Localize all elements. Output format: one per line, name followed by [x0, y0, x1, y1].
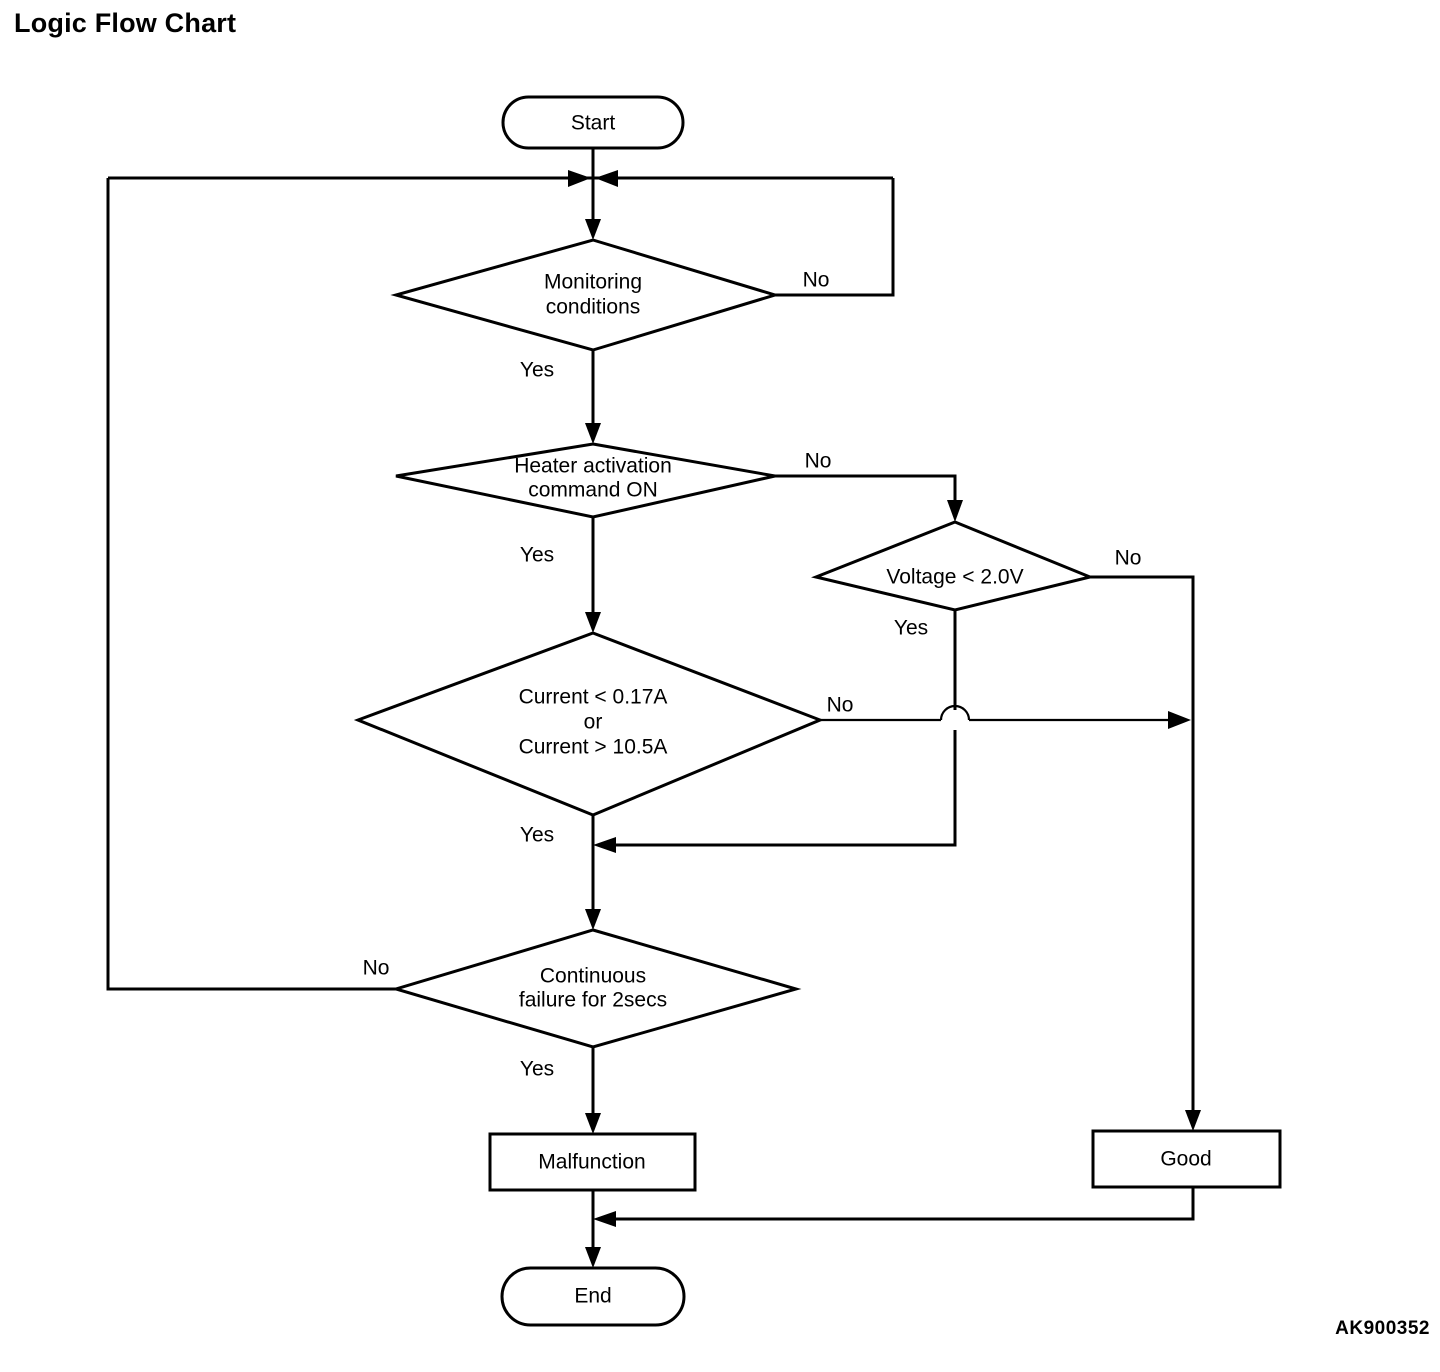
edge-heater-yes-to-current [585, 517, 601, 633]
node-good[interactable]: Good [1091, 1129, 1282, 1189]
edge-good-to-end [593, 1187, 1195, 1227]
node-voltage-check[interactable]: Voltage < 2.0V [811, 520, 1095, 612]
node-start[interactable]: Start [501, 95, 685, 150]
edge-monitoring-yes-to-heater [585, 350, 601, 444]
edge-label-monitoring-yes: Yes [520, 359, 554, 382]
edge-voltage-yes-to-continuous [593, 610, 957, 853]
edge-malfunction-to-end [585, 1190, 601, 1268]
node-end-label: End [574, 1285, 611, 1308]
node-voltage-label: Voltage < 2.0V [886, 566, 1023, 589]
node-current-label-line1: Current < 0.17A [519, 686, 668, 709]
node-heater-label-line1: Heater activation [514, 455, 672, 478]
loopback-junction-bar [108, 170, 893, 187]
node-continuous-label-line1: Continuous [540, 965, 646, 988]
edge-start-to-junction [585, 148, 601, 240]
edge-monitoring-no-loopback [775, 178, 895, 297]
edge-label-heater-yes: Yes [520, 544, 554, 567]
node-malfunction[interactable]: Malfunction [488, 1132, 697, 1192]
node-heater-activation[interactable]: Heater activation command ON [395, 442, 776, 519]
node-monitoring-label-line1: Monitoring [544, 271, 642, 294]
figure-reference-code: AK900352 [1335, 1318, 1430, 1339]
edge-label-voltage-yes: Yes [894, 617, 928, 640]
edge-voltage-no-to-good [1090, 575, 1201, 1131]
node-continuous-label-line2: failure for 2secs [519, 989, 667, 1012]
node-current-label-line2: or [584, 711, 603, 734]
node-start-label: Start [571, 112, 616, 135]
edge-label-continuous-no: No [363, 957, 390, 980]
node-monitoring-label-line2: conditions [546, 296, 641, 319]
edge-label-current-no: No [827, 694, 854, 717]
edge-current-no-to-good [820, 704, 1191, 729]
edge-continuous-no-loopback [106, 178, 396, 991]
node-end[interactable]: End [500, 1266, 686, 1327]
node-current-check[interactable]: Current < 0.17A or Current > 10.5A [353, 631, 825, 817]
node-monitoring-conditions[interactable]: Monitoring conditions [390, 238, 781, 352]
edge-label-heater-no: No [805, 450, 832, 473]
node-good-label: Good [1160, 1148, 1211, 1171]
node-heater-label-line2: command ON [528, 479, 658, 502]
node-current-label-line3: Current > 10.5A [519, 736, 668, 759]
edge-label-voltage-no: No [1115, 547, 1142, 570]
edge-label-continuous-yes: Yes [520, 1058, 554, 1081]
node-continuous-failure[interactable]: Continuous failure for 2secs [390, 928, 802, 1049]
node-malfunction-label: Malfunction [538, 1151, 645, 1174]
edge-label-current-yes: Yes [520, 824, 554, 847]
edge-label-monitoring-no: No [803, 269, 830, 292]
edge-heater-no-to-voltage [775, 474, 963, 522]
page-title: Logic Flow Chart [14, 8, 237, 38]
edge-continuous-yes-to-malfunction [585, 1047, 601, 1134]
edge-current-yes-to-continuous [585, 815, 601, 930]
